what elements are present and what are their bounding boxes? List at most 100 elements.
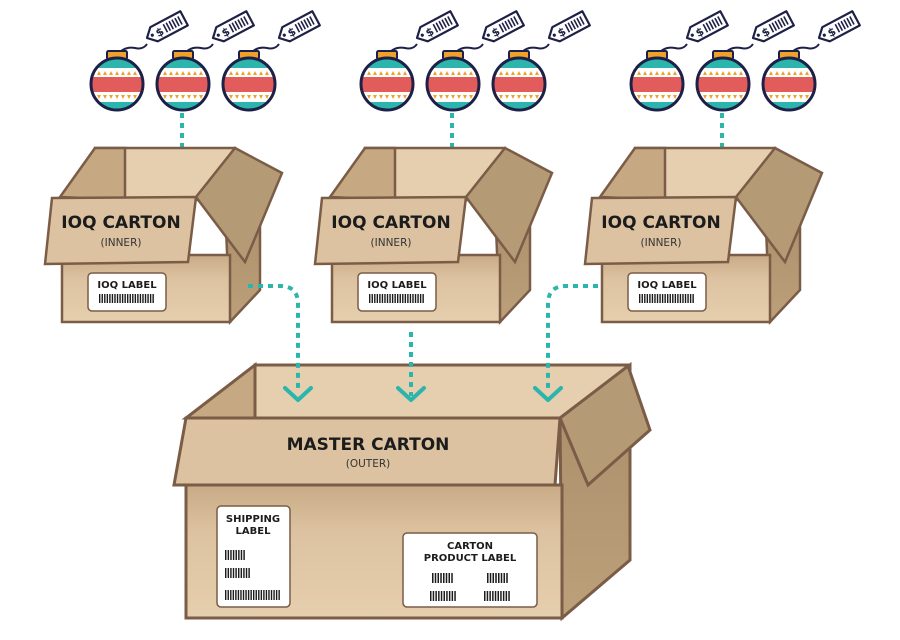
barcode-bar <box>494 591 497 601</box>
price-tag-bar <box>243 16 249 25</box>
master-arrows <box>248 284 598 402</box>
ornament-triangle <box>733 95 737 99</box>
price-tag-bar <box>507 19 513 28</box>
ornament-triangle <box>121 95 125 99</box>
barcode-bar <box>225 590 227 600</box>
barcode-bar <box>446 591 448 601</box>
barcode-bar <box>495 573 497 583</box>
price-tag-bar <box>432 23 439 33</box>
ornament-triangle <box>775 95 779 99</box>
carton-front-flap <box>583 195 738 266</box>
barcode-bar <box>101 294 103 303</box>
price-tag-icon: $ <box>685 10 729 43</box>
ornament-outline <box>761 56 817 112</box>
ornament-outline <box>155 56 211 112</box>
ornament: $ <box>629 10 729 112</box>
barcode-bar <box>230 590 232 600</box>
barcode-bar <box>243 568 245 578</box>
price-tag-bar <box>174 17 180 27</box>
price-tag-bar <box>717 16 723 25</box>
ornament-triangle <box>535 95 539 99</box>
ornament-triangle <box>169 71 173 75</box>
price-tag-bar <box>780 17 786 27</box>
ornament: $ <box>761 10 861 112</box>
ornament-triangle <box>793 95 797 99</box>
ornament-triangle <box>115 71 119 75</box>
ornament-triangle <box>511 71 515 75</box>
carton-title: IOQ CARTON <box>61 213 180 233</box>
master-title: MASTER CARTON <box>287 435 450 455</box>
barcode-bar <box>114 294 116 303</box>
ornament-triangle <box>391 95 395 99</box>
product-label-card <box>402 532 538 608</box>
price-tag-bar <box>708 20 715 30</box>
ornament-outline <box>695 56 751 112</box>
barcode-bar <box>132 294 134 303</box>
ornament: $ <box>425 10 525 112</box>
barcode-bar <box>379 294 381 303</box>
carton-front-flap <box>43 195 198 266</box>
barcode-bar <box>682 294 684 303</box>
ornament-triangle <box>805 71 809 75</box>
barcode-bar <box>440 573 442 583</box>
price-tag-bar <box>501 22 508 32</box>
ornament-triangle <box>715 95 719 99</box>
chevron-down-icon <box>533 386 563 402</box>
ornament-triangle <box>367 71 371 75</box>
barcode-bar <box>649 294 651 303</box>
barcode-bar <box>247 590 250 600</box>
dotted-connector-left <box>248 284 300 392</box>
ornament: $ <box>491 10 591 112</box>
barcode-bar <box>129 294 131 303</box>
ornament-triangle <box>529 95 533 99</box>
ornament-triangle <box>439 71 443 75</box>
ornament-triangle <box>769 95 773 99</box>
ornament-triangle <box>181 95 185 99</box>
ornaments-group: $$$$$$$$$ <box>89 10 861 112</box>
ornament-triangle <box>451 71 455 75</box>
price-tag-bar <box>777 19 783 28</box>
ornament-triangle <box>799 71 803 75</box>
barcode-bar <box>484 591 486 601</box>
ornament-outline <box>221 56 277 112</box>
price-tag-bar <box>510 17 516 27</box>
barcode-bar <box>245 590 247 600</box>
barcode-bar <box>646 294 649 303</box>
ornament-triangle <box>379 95 383 99</box>
barcode-bar <box>502 591 505 601</box>
ornament-triangle <box>439 95 443 99</box>
price-tag-icon: $ <box>277 10 321 43</box>
barcode-bar <box>227 590 229 600</box>
barcode-bar <box>500 591 502 601</box>
barcode-bar <box>407 294 409 303</box>
ornament-triangle <box>781 95 785 99</box>
product-barcode-2 <box>487 573 508 583</box>
barcode-bar <box>505 591 508 601</box>
barcode-bar <box>417 294 419 303</box>
barcode-bar <box>270 590 273 600</box>
ornament-red-band <box>427 77 479 92</box>
ioq-label-text: IOQ LABEL <box>97 280 157 291</box>
barcode-bar <box>692 294 694 303</box>
ornament-triangle <box>703 95 707 99</box>
price-tag-hole <box>282 33 286 37</box>
price-tag-bar <box>165 22 172 32</box>
barcode-bar <box>232 568 235 578</box>
price-tag-bar <box>297 22 304 32</box>
ornament-outline <box>359 56 415 112</box>
price-tag-bar <box>228 23 235 33</box>
barcode-bar <box>414 294 417 303</box>
price-tag-icon: $ <box>415 10 459 43</box>
ornament-triangle <box>163 95 167 99</box>
ornament-triangle <box>373 71 377 75</box>
ornament-triangle <box>709 71 713 75</box>
inner-carton: IOQ CARTON(INNER)IOQ LABEL <box>43 146 284 326</box>
barcode-bar <box>386 294 389 303</box>
ioq-label-barcode <box>639 294 694 303</box>
barcode-bar <box>440 591 443 601</box>
barcode-bar <box>419 294 422 303</box>
ornament-triangle <box>175 71 179 75</box>
ornament-triangle <box>499 71 503 75</box>
